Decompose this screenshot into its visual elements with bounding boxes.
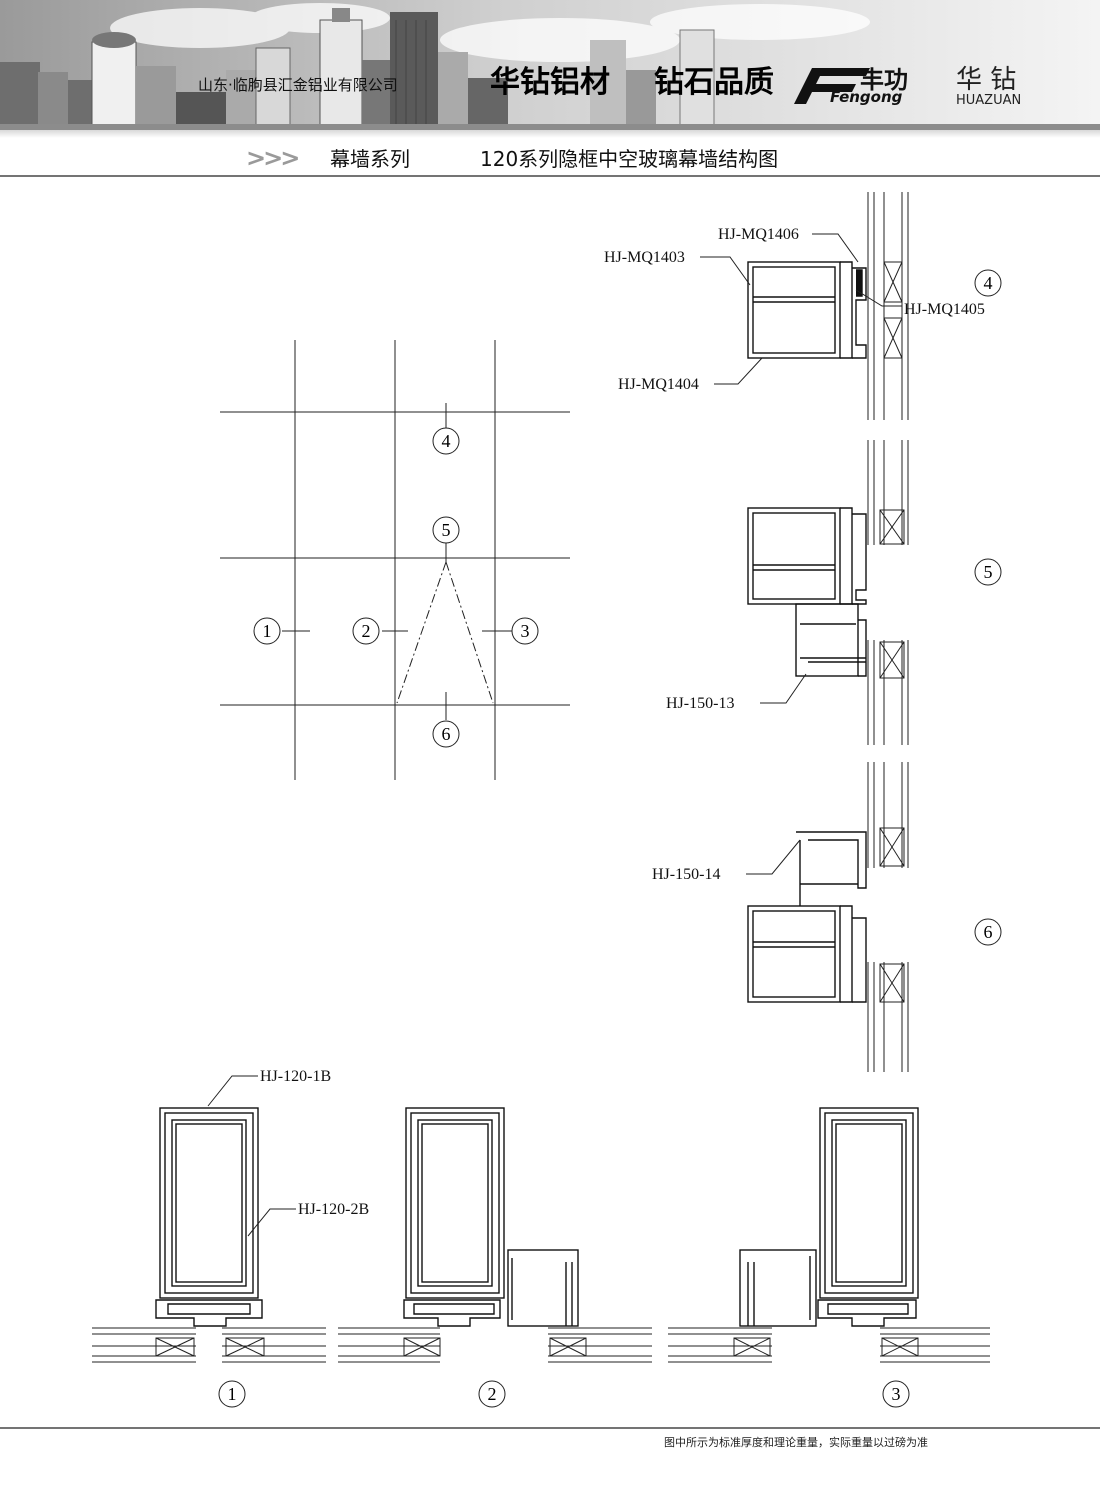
glass-strip-1 (92, 1327, 326, 1363)
logo-cn: 丰功 (860, 66, 908, 94)
profile-mq1405 (852, 267, 867, 359)
series-name: 幕墙系列 (330, 147, 410, 171)
section-label-3-text: 3 (892, 1384, 901, 1404)
section-label-5: 5 (974, 558, 1002, 586)
logo-brand-en: HUAZUAN (956, 93, 1021, 108)
footer-note: 图中所示为标准厚度和理论重量，实际重量以过磅为准 (664, 1435, 928, 1449)
marker-5-label: 5 (442, 520, 451, 540)
section-1 (155, 1107, 263, 1327)
profile-mq1403 (747, 261, 841, 359)
section-5-profiles (747, 507, 867, 677)
section-labels-bottom: 1 2 3 (218, 1380, 910, 1408)
section-label-1: 1 (218, 1380, 246, 1408)
window-lines (395, 20, 427, 126)
title-bar: >>> 幕墙系列 120系列隐框中空玻璃幕墙结构图 (0, 144, 1100, 177)
callout-mq1403: HJ-MQ1403 (604, 249, 751, 286)
section-label-1-text: 1 (228, 1384, 237, 1404)
glass-strip-2 (338, 1327, 652, 1363)
marker-4-label: 4 (442, 431, 451, 451)
marker-2: 2 (352, 617, 380, 645)
callout-120-2b: HJ-120-2B (247, 1201, 369, 1237)
callout-120-1b-text: HJ-120-1B (260, 1068, 331, 1085)
callout-mq1404: HJ-MQ1404 (618, 357, 763, 393)
marker-3-label: 3 (521, 621, 530, 641)
section-label-4-text: 4 (984, 273, 993, 293)
callout-120-2b-text: HJ-120-2B (298, 1201, 369, 1218)
glass-strip-3 (668, 1327, 990, 1363)
callout-mq1406: HJ-MQ1406 (718, 226, 859, 263)
section-3 (739, 1107, 919, 1327)
header-banner: 山东·临朐县汇金铝业有限公司 华钻铝材 钻石品质 Fengong 丰功 华 钻 … (0, 0, 1100, 138)
callout-mq1405-text: HJ-MQ1405 (904, 301, 985, 318)
footer: 图中所示为标准厚度和理论重量，实际重量以过磅为准 (0, 1427, 1100, 1449)
marker-4: 4 (432, 427, 460, 455)
callout-mq1403-text: HJ-MQ1403 (604, 249, 685, 266)
profile-mullion-6 (747, 905, 841, 1003)
callout-mq1404-text: HJ-MQ1404 (618, 376, 699, 393)
profile-150-13-h (507, 1249, 579, 1327)
section-label-2: 2 (478, 1380, 506, 1408)
marker-6: 6 (432, 720, 460, 748)
fengong-logo: Fengong 丰功 (794, 66, 908, 106)
drawing-title: 120系列隐框中空玻璃幕墙结构图 (480, 147, 778, 171)
profile-150-14-h (739, 1249, 817, 1327)
slogan: 钻石品质 (654, 65, 774, 100)
profile-mullion-5 (747, 507, 841, 605)
profile-150-14 (796, 831, 867, 889)
section-label-5-text: 5 (984, 562, 993, 582)
section-label-2-text: 2 (488, 1384, 497, 1404)
glass-section-6 (867, 762, 909, 1072)
key-plan-markers: 4 5 1 2 3 6 (253, 427, 539, 748)
title-arrows: >>> (246, 144, 298, 172)
callout-mq1405: HJ-MQ1405 (855, 289, 985, 318)
brand-name: 华钻铝材 (490, 65, 610, 100)
company-name: 山东·临朐县汇金铝业有限公司 (198, 76, 398, 94)
callout-150-13-text: HJ-150-13 (666, 695, 734, 712)
marker-6-label: 6 (442, 724, 451, 744)
marker-1: 1 (253, 617, 281, 645)
section-label-3: 3 (882, 1380, 910, 1408)
callout-150-14-text: HJ-150-14 (652, 866, 720, 883)
profile-120-1b (159, 1107, 259, 1299)
logo-brand-cn: 华 钻 (956, 65, 1016, 95)
section-2 (403, 1107, 579, 1327)
section-6-profiles (747, 831, 867, 1003)
logo-pinyin: Fengong (830, 88, 903, 106)
callout-150-13: HJ-150-13 (666, 673, 807, 712)
section-label-4: 4 (974, 269, 1002, 297)
section-4-profiles (747, 261, 867, 359)
profile-120-2b-base-1 (155, 1299, 263, 1327)
part-callouts-right: HJ-MQ1406 HJ-MQ1403 HJ-MQ1405 HJ-MQ1404 … (604, 226, 985, 883)
section-labels-right: 4 5 6 (974, 269, 1002, 946)
marker-5: 5 (432, 516, 460, 544)
glass-vertical (867, 192, 909, 1072)
marker-2-label: 2 (362, 621, 371, 641)
callout-150-14: HJ-150-14 (652, 839, 801, 883)
glass-horizontal (92, 1327, 990, 1363)
part-callouts-bottom: HJ-120-1B HJ-120-2B (207, 1068, 369, 1237)
profile-mq1404-adaptor (840, 261, 853, 359)
marker-3: 3 (511, 617, 539, 645)
key-plan (220, 340, 570, 780)
callout-120-1b: HJ-120-1B (207, 1068, 331, 1107)
section-label-6-text: 6 (984, 922, 993, 942)
callout-mq1406-text: HJ-MQ1406 (718, 226, 799, 243)
section-label-6: 6 (974, 918, 1002, 946)
profile-150-13 (795, 603, 859, 677)
glass-section-5 (867, 440, 909, 745)
marker-1-label: 1 (263, 621, 272, 641)
